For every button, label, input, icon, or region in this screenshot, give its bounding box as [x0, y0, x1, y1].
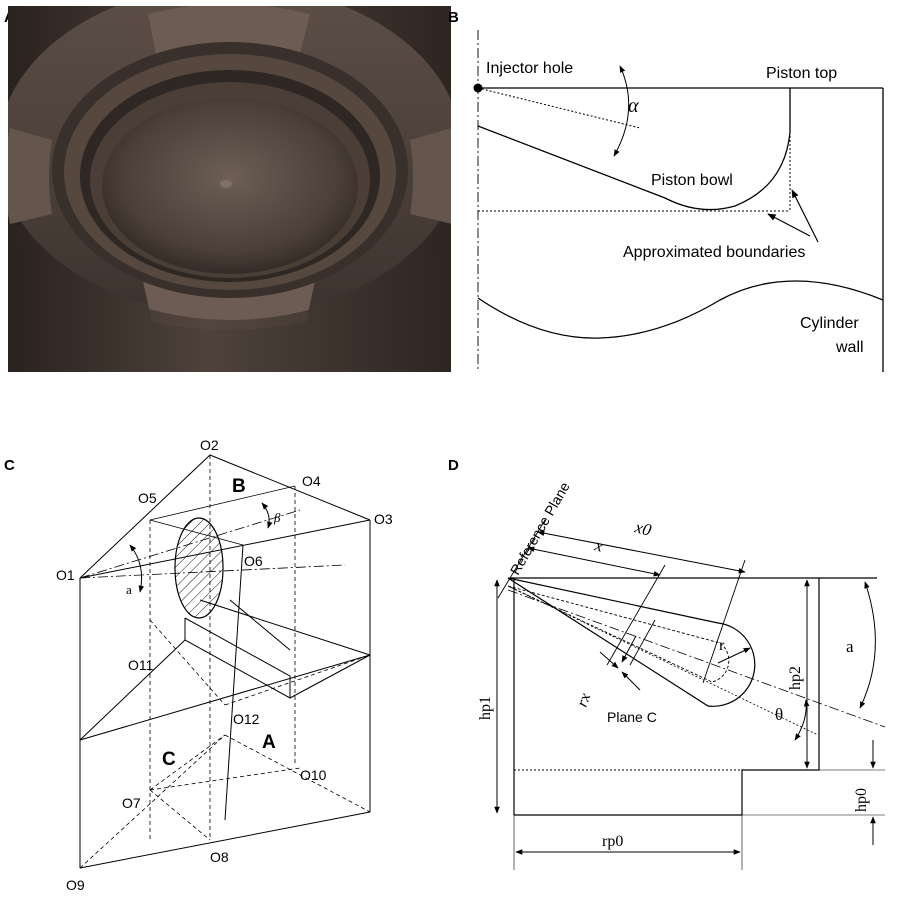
hidden-lower-right [149, 767, 301, 791]
cylinder-wall-curve [477, 280, 884, 339]
plane-c-label: Plane C [607, 709, 657, 725]
spray-envelope [507, 577, 756, 707]
rx-label: rx [574, 691, 595, 709]
point-o1: O1 [56, 567, 75, 583]
hidden-floor-left [79, 734, 226, 869]
panel-c: C [4, 437, 393, 893]
point-o8: O8 [210, 849, 229, 865]
panel-c-letter: C [4, 457, 15, 474]
line-o5-o4 [149, 485, 296, 521]
rx-arrow-bottom [621, 635, 637, 663]
alpha-arc-d [859, 581, 876, 709]
piston-bowl-label: Piston bowl [651, 172, 733, 189]
piston-top-label: Piston top [766, 65, 837, 82]
alpha-label-d: a [846, 637, 854, 656]
arrow-to-side [791, 189, 819, 243]
plane-c-line [606, 564, 666, 666]
spray-inner-dashed [507, 585, 730, 683]
point-o6: O6 [244, 553, 263, 569]
point-o9: O9 [66, 877, 85, 893]
x-label: x [592, 535, 605, 556]
point-o4: O4 [302, 473, 321, 489]
spray-lower-dotted [507, 585, 819, 736]
ledge-front [79, 654, 371, 741]
bowl-back-edge [199, 599, 371, 656]
wall-label: wall [835, 339, 864, 356]
spray-axis [477, 87, 641, 129]
step-front [289, 654, 371, 699]
region-b: B [232, 476, 246, 497]
point-o3: O3 [374, 511, 393, 527]
top-front-edge [79, 519, 371, 579]
reference-plane-line [497, 519, 546, 599]
r-arrow [717, 647, 751, 664]
hatched-cross-section [174, 517, 224, 619]
x0-label: x0 [632, 517, 654, 540]
bottom-front-edge [79, 811, 371, 869]
x0-dimension [537, 530, 746, 574]
angle-alpha-c: a [126, 582, 132, 597]
bowl-side-edge [229, 599, 291, 651]
step-outline [741, 578, 820, 815]
ledge-left [79, 639, 186, 741]
rx-extension-line [629, 619, 656, 666]
point-o12: O12 [233, 711, 260, 727]
r-label: r [719, 637, 725, 654]
panel-d-letter: D [448, 457, 459, 474]
spray-axis-d [507, 589, 886, 728]
section-line-a [224, 544, 244, 821]
panel-b-letter: B [448, 9, 459, 26]
hp2-label: hp2 [787, 666, 804, 690]
piston-bowl-profile [477, 88, 791, 211]
panel-d: D Reference P [448, 457, 886, 870]
region-c: C [162, 749, 176, 770]
point-o7: O7 [122, 795, 141, 811]
point-o10: O10 [300, 767, 327, 783]
point-o5: O5 [138, 490, 157, 506]
rp0-label: rp0 [602, 833, 623, 850]
hidden-floor-right [224, 734, 371, 813]
injector-hole-dot [473, 83, 483, 93]
alpha-arc [613, 65, 630, 157]
rx-arrow-top [599, 651, 619, 669]
hidden-mid-right [224, 654, 371, 706]
top-edges [79, 454, 371, 579]
theta-arc [794, 699, 810, 741]
hp1-label: hp1 [477, 696, 494, 720]
region-a: A [262, 732, 276, 753]
point-o2: O2 [200, 437, 219, 453]
hidden-lower-left [149, 734, 226, 791]
injector-hole-label: Injector hole [486, 60, 573, 77]
panel-b: B Injector hole Piston top α Piston bowl… [448, 9, 884, 372]
plane-c-arrow [621, 671, 641, 691]
x-dimension [527, 546, 661, 577]
arrow-to-bottom [767, 213, 811, 237]
hidden-mid-left [149, 619, 226, 706]
hidden-lower-diag [149, 789, 211, 841]
approximated-boundaries-label: Approximated boundaries [623, 244, 805, 261]
piston-render-photo [8, 6, 451, 372]
alpha-label: α [628, 95, 639, 117]
hp0-label: hp0 [853, 788, 870, 812]
alpha-arc-c [129, 544, 145, 593]
point-o11: O11 [128, 657, 154, 673]
theta-label: θ [775, 705, 783, 724]
reference-plane-label: Reference Plane [507, 479, 573, 578]
beta-arc-c [261, 502, 273, 529]
cylinder-label: Cylinder [800, 315, 859, 332]
x0-extension-line [702, 559, 746, 684]
angle-beta-c: β [273, 510, 281, 525]
panel-a: A [4, 6, 451, 372]
